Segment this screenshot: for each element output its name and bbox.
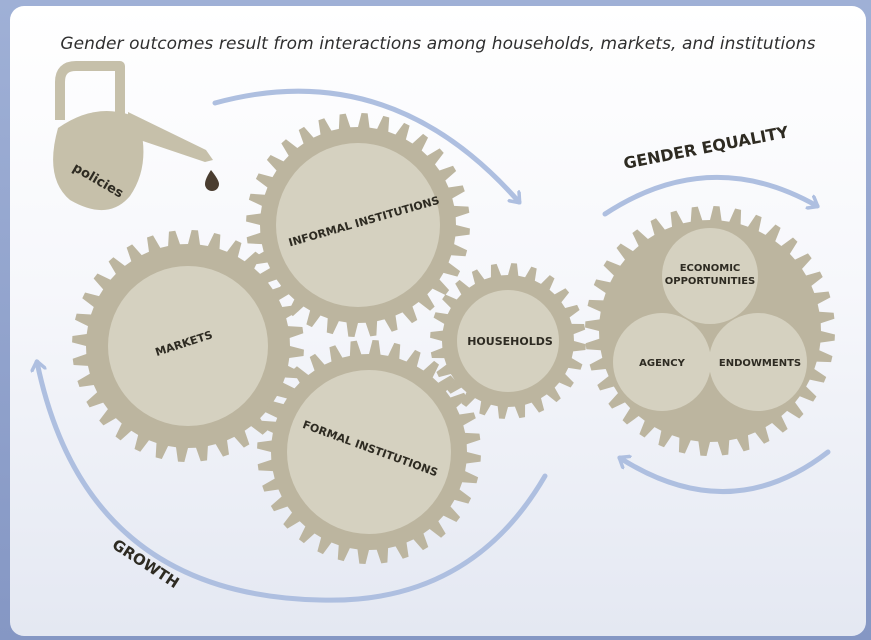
agency-circle [613,313,711,411]
oil-can-body [53,110,144,211]
endowments-circle [709,313,807,411]
gender-equality-lower-arrow [620,449,831,494]
diagram-caption: Gender outcomes result from interactions… [60,34,816,54]
formal-institutions-gear-hub [287,370,451,534]
formal-institutions-gear [257,340,481,564]
markets-gear-hub [108,266,268,426]
gender-equality-label: GENDER EQUALITY [622,122,791,173]
oil-drop-icon [205,170,219,191]
opportunities-label: OPPORTUNITIES [665,276,756,287]
endowments-label: ENDOWMENTS [719,358,801,369]
gender-equality-gear [585,206,835,456]
agency-label: AGENCY [639,358,685,369]
informal-institutions-gear-hub [276,143,440,307]
oil-can-handle [55,61,125,120]
oil-can-icon [53,61,213,211]
households-gear [430,263,586,419]
growth-arc-arrow [37,362,548,603]
economic-label: ECONOMIC [680,263,741,274]
markets-gear [72,230,304,462]
informal-institutions-gear [246,113,470,337]
households-gear-hub [457,290,559,392]
top-arc-arrow [212,88,522,202]
economic-opportunities-circle [662,228,758,324]
households-label: HOUSEHOLDS [467,335,553,348]
gender-equality-upper-arrow [602,175,817,217]
oil-can-spout [128,112,213,162]
